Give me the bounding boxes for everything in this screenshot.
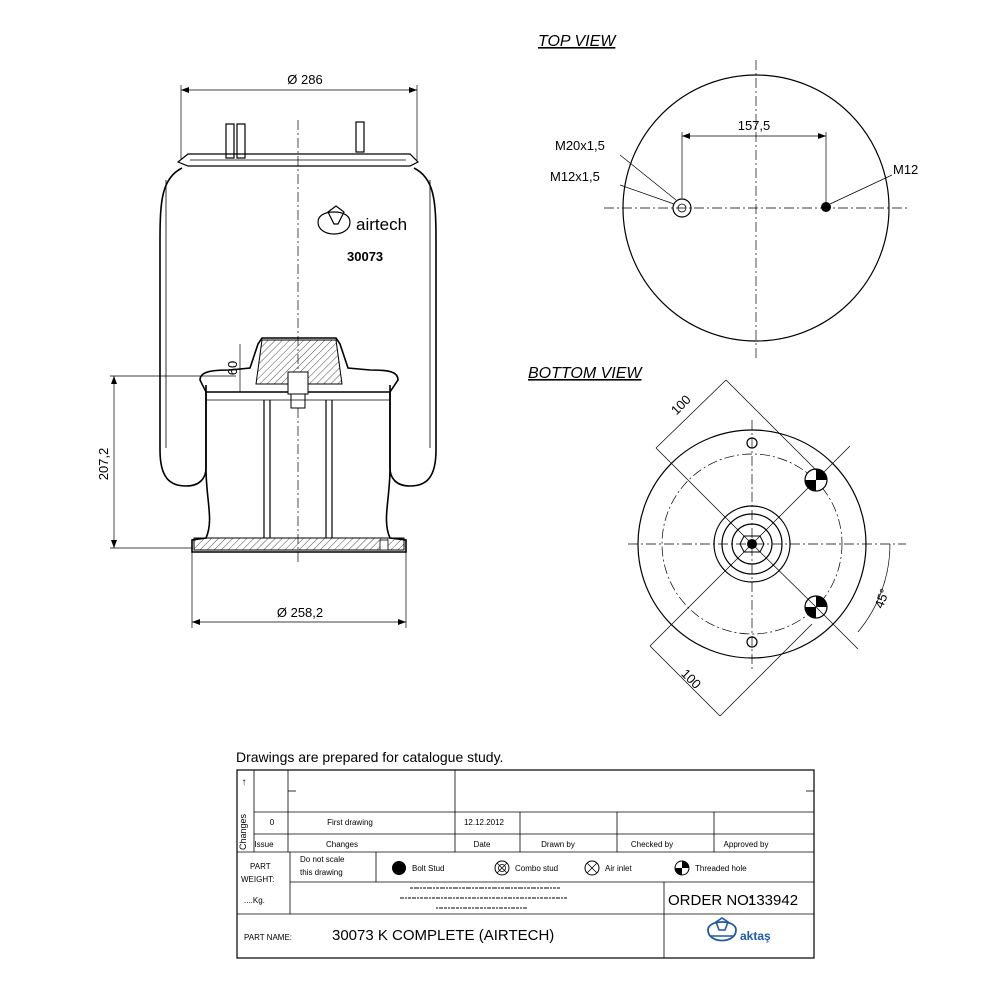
bellows-outline-left (159, 167, 207, 487)
legend-thread: Threaded hole (695, 864, 747, 873)
side-view: Ø 286 airtech 30073 (96, 72, 437, 628)
order-value: 133942 (748, 892, 798, 909)
part-code-label: 30073 (347, 249, 383, 264)
col-date: Date (474, 840, 491, 849)
bottom-view-title: BOTTOM VIEW (528, 365, 643, 382)
fine-print (400, 887, 568, 909)
air-inlet-icon (584, 860, 600, 876)
dim-100-top: 100 (668, 392, 694, 418)
dim-line-100-top (655, 379, 727, 449)
label-m12: M12 (893, 162, 918, 177)
weight-value: ....Kg. (244, 896, 265, 905)
combo-stud-icon (494, 860, 510, 876)
threaded-hole-icon (674, 860, 690, 876)
bellows-outline-right (389, 167, 437, 487)
legend-bolt: Bolt Stud (412, 864, 444, 873)
part-name-label: PART NAME: (244, 933, 292, 942)
top-view: TOP VIEW 157,5 M20x1,5 M12x1,5 M12 (538, 33, 918, 358)
dim-100-bottom: 100 (678, 666, 704, 692)
top-bead-plate (176, 153, 420, 167)
aktas-logo: aktaş (707, 917, 771, 943)
airtech-logo: airtech (317, 205, 407, 235)
center-bolt (287, 371, 309, 395)
label-m20: M20x1,5 (555, 138, 605, 153)
top-view-title: TOP VIEW (538, 33, 617, 50)
dim-angle: 45° (871, 587, 892, 611)
dim-piston: 60 (225, 361, 240, 375)
no-scale-2: this drawing (300, 868, 343, 877)
bolt-stud-right (355, 121, 365, 153)
dim-top-diameter: Ø 286 (287, 72, 322, 87)
title-block: Drawings are prepared for catalogue stud… (236, 749, 815, 959)
issue-value: 0 (270, 818, 275, 827)
part-weight-label-2: WEIGHT: (241, 875, 274, 884)
dim-line-100-bottom (649, 645, 721, 717)
title-block-heading: Drawings are prepared for catalogue stud… (236, 749, 503, 765)
legend-combo: Combo stud (515, 864, 558, 873)
piston-cap-hatched (255, 339, 343, 385)
bottom-view: BOTTOM VIEW (528, 365, 906, 717)
revision-arrow: ↑ (242, 777, 247, 788)
angle-arc (857, 543, 891, 633)
piston-body (191, 392, 407, 553)
bottom-bolt-circle (661, 453, 843, 635)
changes-vertical-label: Changes (238, 813, 248, 850)
logo-text: airtech (356, 215, 407, 234)
date-value: 12.12.2012 (464, 818, 505, 827)
col-issue: Issue (254, 840, 274, 849)
piston-top (199, 337, 399, 393)
piston-base (193, 537, 405, 551)
dim-height: 207,2 (96, 448, 111, 481)
part-weight-label-1: PART (250, 862, 271, 871)
dim-bottom-diameter: Ø 258,2 (277, 605, 323, 620)
dim-spacing: 157,5 (738, 118, 771, 133)
col-drawn-by: Drawn by (541, 840, 575, 849)
legend-air: Air inlet (605, 864, 632, 873)
col-approved-by: Approved by (724, 840, 769, 849)
col-changes: Changes (326, 840, 358, 849)
bolt-stud-left (225, 123, 235, 159)
no-scale-1: Do not scale (300, 855, 345, 864)
combo-stud-hole (672, 198, 692, 218)
first-drawing-text: First drawing (327, 818, 373, 827)
company-name: aktaş (740, 929, 771, 943)
m12-stud (821, 202, 831, 212)
order-label: ORDER NO: (668, 892, 753, 909)
part-name-value: 30073 K COMPLETE (AIRTECH) (332, 927, 554, 944)
label-m12x: M12x1,5 (550, 169, 600, 184)
bolt-stud-icon (392, 861, 406, 875)
col-checked-by: Checked by (631, 840, 673, 849)
